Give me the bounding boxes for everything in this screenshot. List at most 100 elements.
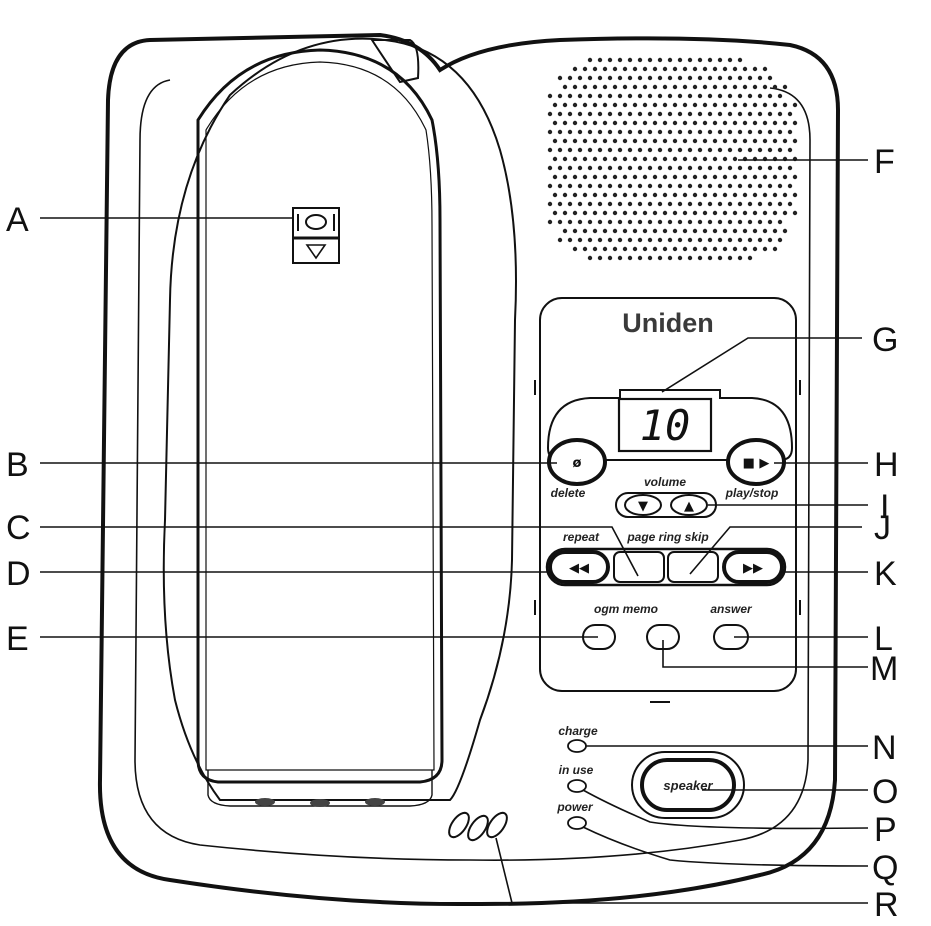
handset-cradle <box>162 37 517 801</box>
grille-hole <box>757 237 763 243</box>
grille-hole <box>632 210 638 216</box>
grille-hole <box>612 192 618 198</box>
grille-hole <box>647 237 653 243</box>
grille-hole <box>672 210 678 216</box>
grille-hole <box>672 138 678 144</box>
grille-hole <box>712 228 718 234</box>
grille-hole <box>677 183 683 189</box>
grille-hole <box>737 111 743 117</box>
grille-hole <box>617 237 623 243</box>
grille-hole <box>607 183 613 189</box>
grille-hole <box>627 57 633 63</box>
grille-hole <box>762 174 768 180</box>
grille-hole <box>687 183 693 189</box>
grille-hole <box>607 255 613 261</box>
grille-hole <box>682 120 688 126</box>
grille-hole <box>607 237 613 243</box>
grille-hole <box>717 147 723 153</box>
volume-up-button[interactable]: ▲ <box>670 494 708 516</box>
grille-hole <box>557 111 563 117</box>
callout-l: L <box>874 620 893 658</box>
grille-hole <box>592 84 598 90</box>
grille-hole <box>707 255 713 261</box>
grille-hole <box>642 138 648 144</box>
grille-hole <box>782 210 788 216</box>
grille-hole <box>772 192 778 198</box>
grille-hole <box>637 237 643 243</box>
grille-hole <box>612 102 618 108</box>
grille-hole <box>722 192 728 198</box>
repeat-button[interactable]: ◀◀ <box>548 550 610 584</box>
grille-hole <box>737 255 743 261</box>
grille-hole <box>582 210 588 216</box>
grille-hole <box>612 120 618 126</box>
grille-hole <box>767 219 773 225</box>
grille-hole <box>557 183 563 189</box>
callout-i: I <box>880 488 889 526</box>
grille-hole <box>597 255 603 261</box>
grille-hole <box>612 84 618 90</box>
grille-hole <box>657 93 663 99</box>
grille-hole <box>567 75 573 81</box>
grille-hole <box>667 57 673 63</box>
play-stop-button[interactable]: ■ ▶ <box>726 438 786 486</box>
callout-h: H <box>874 446 899 484</box>
grille-hole <box>742 246 748 252</box>
grille-hole <box>587 75 593 81</box>
grille-hole <box>687 201 693 207</box>
grille-hole <box>752 210 758 216</box>
grille-hole <box>577 111 583 117</box>
grille-hole <box>702 192 708 198</box>
page-button[interactable] <box>613 551 665 583</box>
callout-o: O <box>872 773 898 811</box>
svg-text:▼: ▼ <box>638 499 648 514</box>
callout-a: A <box>6 201 29 239</box>
grille-hole <box>572 246 578 252</box>
grille-hole <box>757 183 763 189</box>
grille-hole <box>772 102 778 108</box>
grille-hole <box>677 57 683 63</box>
grille-hole <box>737 129 743 135</box>
grille-hole <box>692 192 698 198</box>
grille-hole <box>622 192 628 198</box>
grille-hole <box>742 174 748 180</box>
skip-button[interactable]: ▶▶ <box>722 550 784 584</box>
grille-hole <box>687 111 693 117</box>
grille-hole <box>697 201 703 207</box>
grille-hole <box>657 219 663 225</box>
grille-hole <box>692 210 698 216</box>
grille-hole <box>577 129 583 135</box>
grille-hole <box>697 165 703 171</box>
grille-hole <box>747 147 753 153</box>
grille-hole <box>657 183 663 189</box>
repeat-label: repeat <box>563 530 600 544</box>
grille-hole <box>727 147 733 153</box>
grille-hole <box>747 93 753 99</box>
grille-hole <box>637 183 643 189</box>
callout-k: K <box>874 555 897 593</box>
grille-hole <box>697 129 703 135</box>
grille-hole <box>662 210 668 216</box>
grille-hole <box>742 192 748 198</box>
grille-hole <box>657 57 663 63</box>
grille-hole <box>682 84 688 90</box>
grille-hole <box>782 102 788 108</box>
grille-hole <box>577 165 583 171</box>
grille-hole <box>582 192 588 198</box>
volume-down-button[interactable]: ▼ <box>624 494 662 516</box>
grille-hole <box>672 174 678 180</box>
ring-button[interactable] <box>667 551 719 583</box>
grille-hole <box>602 84 608 90</box>
grille-hole <box>627 237 633 243</box>
grille-hole <box>617 165 623 171</box>
grille-hole <box>702 120 708 126</box>
grille-hole <box>692 66 698 72</box>
grille-hole <box>647 219 653 225</box>
grille-hole <box>617 147 623 153</box>
page-ring-skip-label: page ring skip <box>626 530 708 544</box>
speaker-button[interactable]: speaker <box>631 751 745 819</box>
grille-hole <box>657 165 663 171</box>
delete-button[interactable]: ø <box>547 438 607 486</box>
grille-hole <box>622 210 628 216</box>
grille-hole <box>577 93 583 99</box>
